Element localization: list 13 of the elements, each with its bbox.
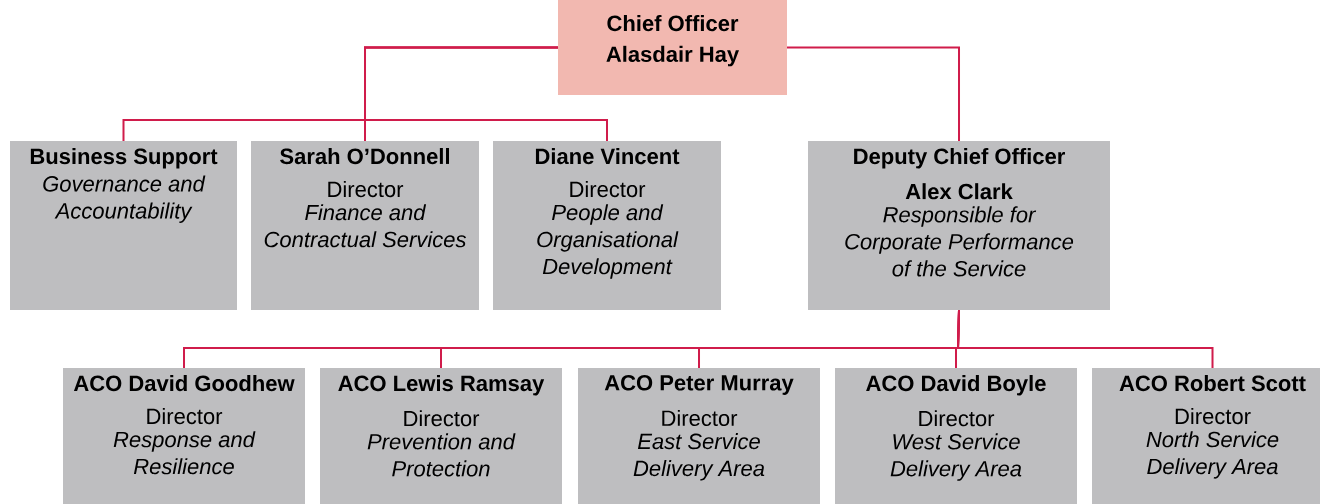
role-box: ACO Peter Murray Director East Service Delivery Area [578,368,820,504]
role-box: ACO Robert Scott Director North Service Delivery Area [1092,368,1320,504]
role-box: ACO Lewis Ramsay Director Prevention and Protection [320,368,562,504]
connector-line [786,46,960,142]
role-box: Diane Vincent Director People and Organisational Development [493,141,721,310]
role-box: ACO David Goodhew Director Response and Resilience [63,368,305,504]
role-box: ACO David Boyle Director West Service Delivery Area [835,368,1077,504]
role-box: Deputy Chief Officer Alex Clark Responsible for Corporate Performance of the Service [808,141,1110,310]
role-box: Business Support Governance and Accountability [10,141,237,310]
connector-line [957,309,1214,369]
connector-line [364,46,608,142]
role-box: Sarah O’Donnell Director Finance and Contractual Services [251,141,479,310]
title-box: Chief Officer Alasdair Hay [558,0,787,95]
